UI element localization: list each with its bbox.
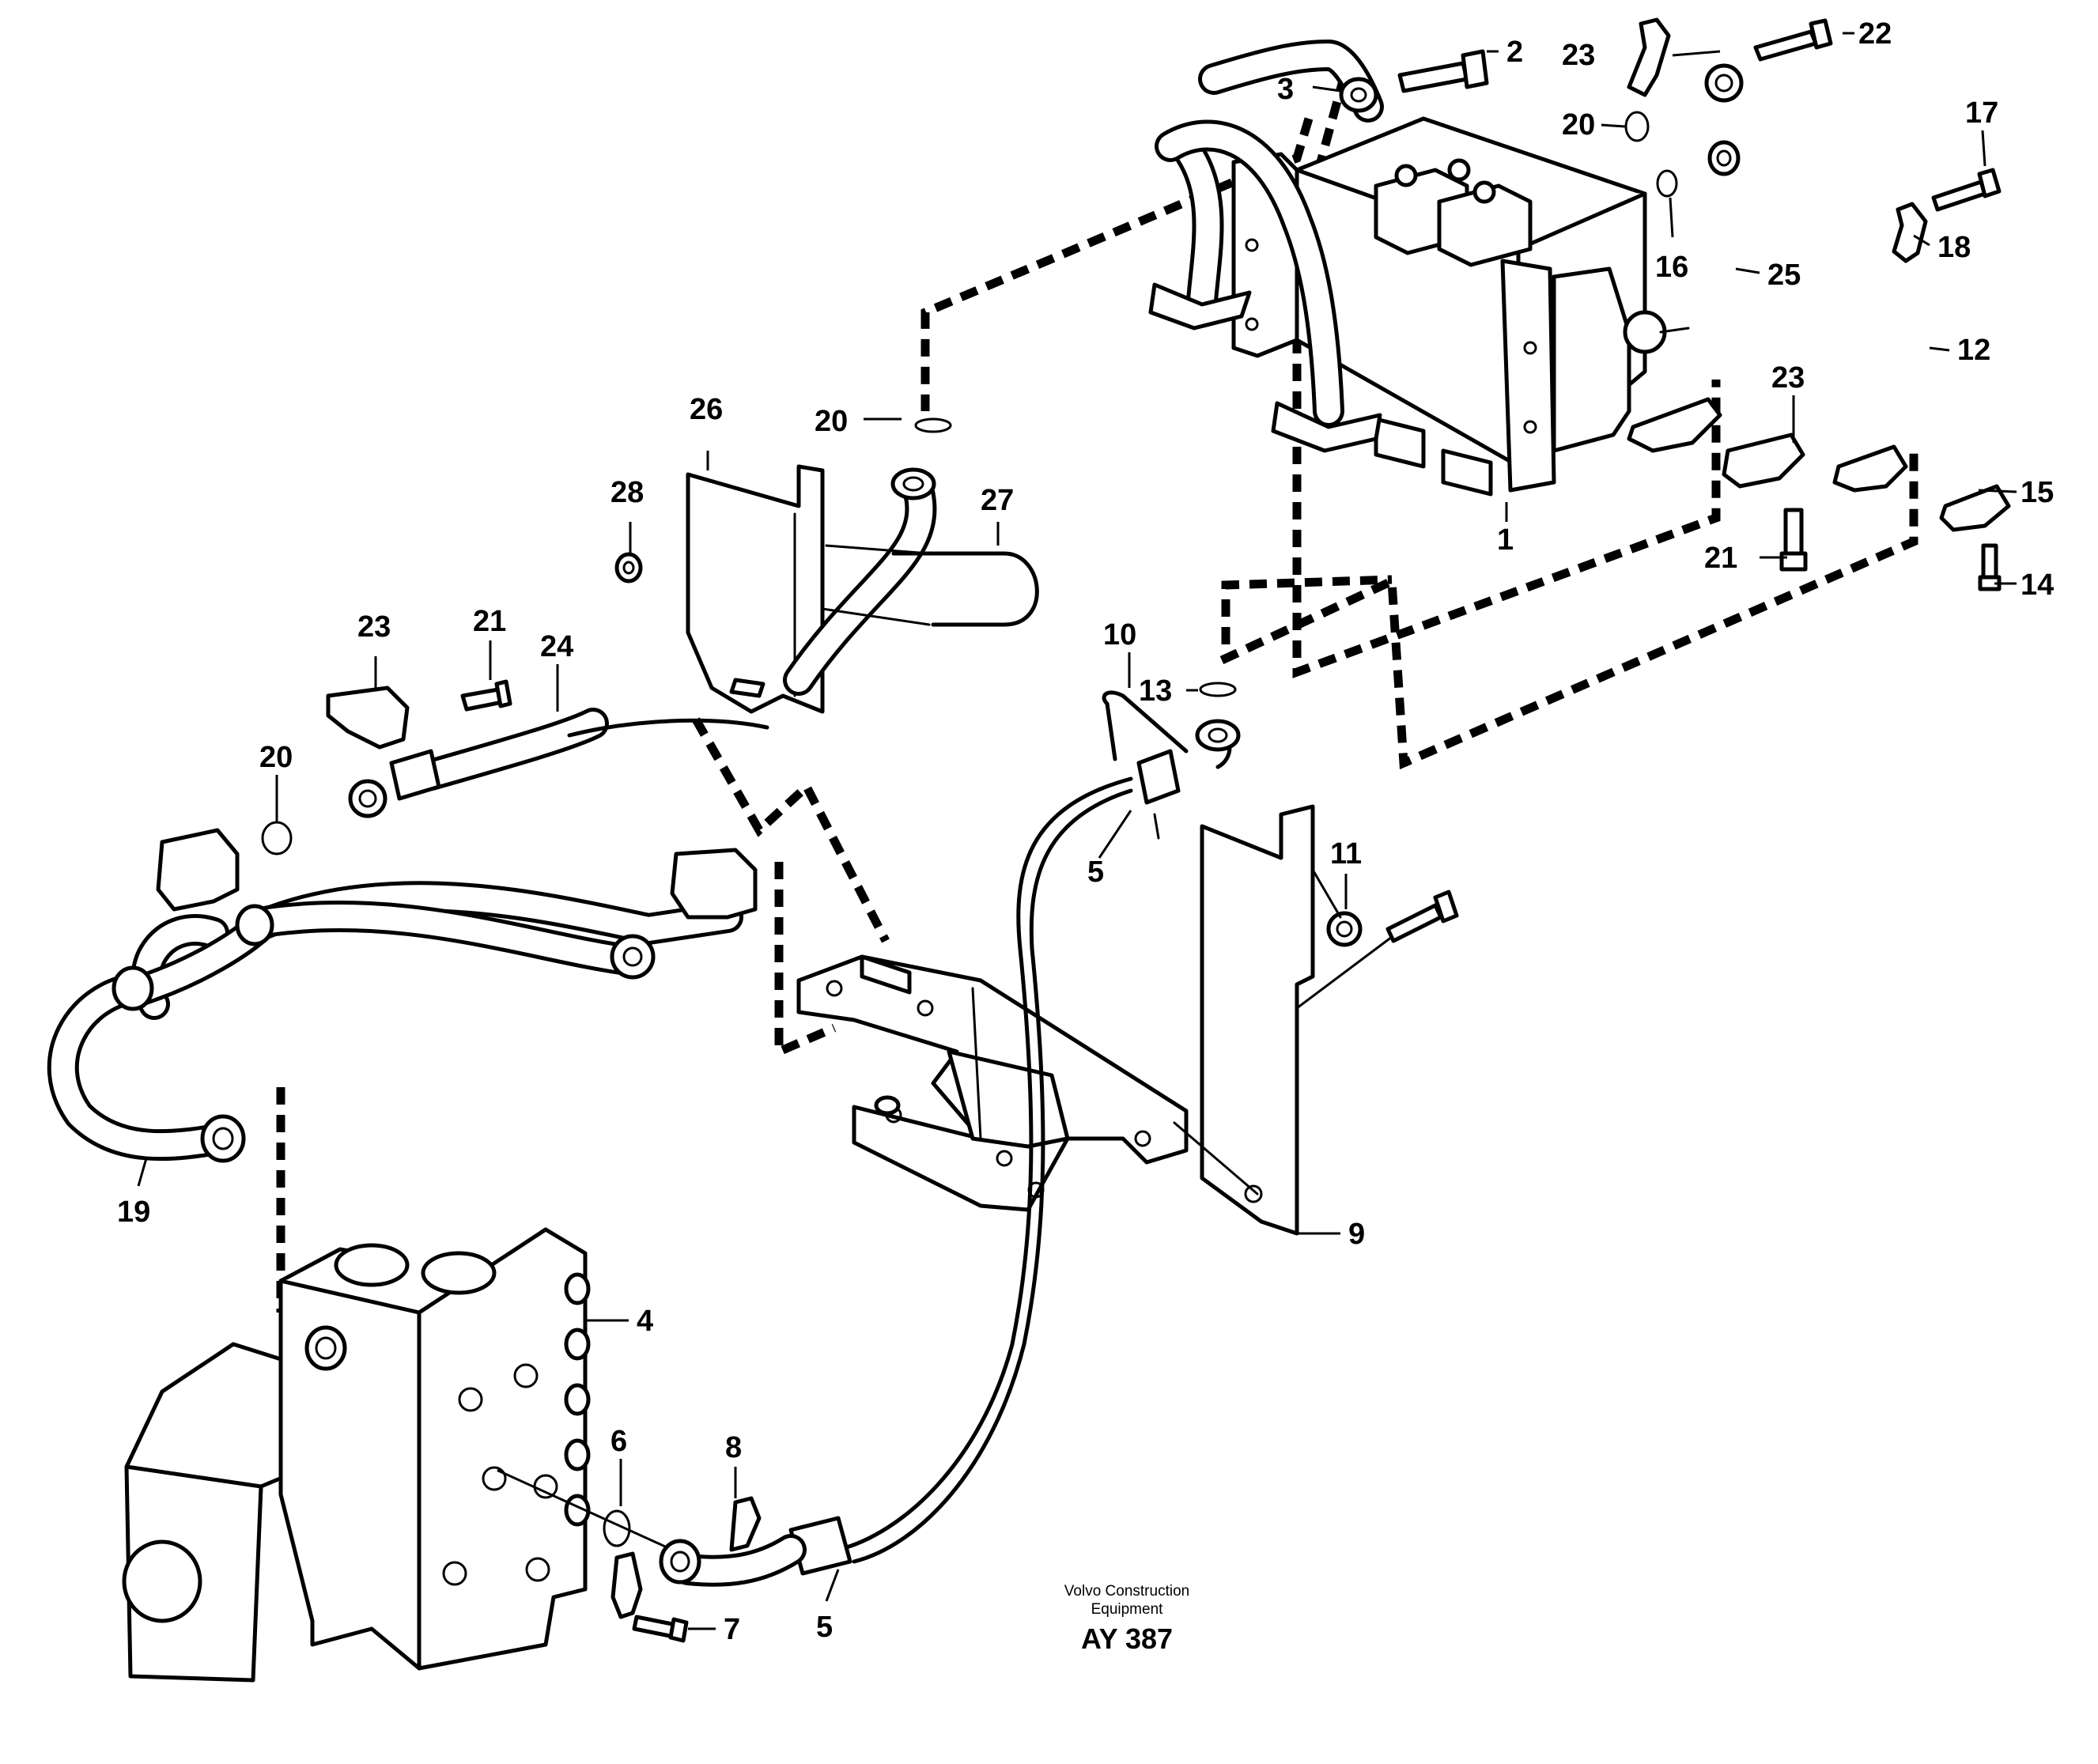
control-valve-body [122,1227,591,1683]
callout-28: 28 [610,476,644,509]
callout-8: 8 [725,1431,742,1464]
credit-line-2: Equipment [1091,1601,1164,1618]
publisher-credit: Volvo Construction Equipment AY 387 [1064,1583,1189,1655]
credit-line-1: Volvo Construction [1064,1583,1189,1600]
callout-23-top: 23 [1562,39,1595,72]
callout-12: 12 [1957,334,1990,367]
drawing-code: AY 387 [1081,1622,1173,1655]
callout-11: 11 [1330,837,1362,871]
callout-17: 17 [1965,96,1998,130]
callout-10: 10 [1103,618,1136,652]
hose-10 [1102,682,1241,840]
mounting-plate [796,954,1189,1212]
callout-5-upper: 5 [1087,856,1104,889]
pipe-19 [47,828,758,1163]
callout-6: 6 [610,1425,627,1458]
top-hardware [1339,17,2002,263]
callout-20-mid: 20 [815,405,848,438]
callout-15: 15 [2021,476,2054,509]
callout-5-lower: 5 [816,1611,833,1644]
callout-26: 26 [690,393,723,426]
callout-20-left: 20 [259,741,293,774]
callout-7: 7 [724,1613,740,1646]
pipe-25 [1148,40,1384,331]
callout-2: 2 [1506,36,1523,69]
callout-1: 1 [1497,523,1514,557]
callout-25: 25 [1767,259,1801,292]
callout-16: 16 [1655,251,1688,284]
leader-lines [137,32,2017,1630]
valve-block [1231,116,1690,497]
lower-fittings [497,1469,807,1643]
callout-19: 19 [117,1196,150,1229]
callout-21-right: 21 [1704,542,1737,575]
callout-4: 4 [637,1305,653,1338]
callout-23-left: 23 [357,610,391,644]
callout-22: 22 [1858,17,1892,51]
hose-24 [261,679,769,856]
callout-23-right: 23 [1771,361,1805,395]
callout-21-left: 21 [473,605,506,638]
callout-27: 27 [981,484,1014,517]
pipe-12 [1155,119,1382,453]
bracket-26 [614,464,825,714]
mid-right-flanges [1627,397,2011,591]
hose-27 [783,417,1039,696]
callout-9: 9 [1348,1218,1365,1251]
callout-20-top: 20 [1562,108,1595,142]
callout-18: 18 [1937,231,1971,264]
callout-numbers: 2 3 22 23 20 16 17 18 25 12 23 15 21 14 … [117,17,2054,1646]
callout-13: 13 [1139,674,1172,708]
callout-14: 14 [2021,568,2054,602]
callout-3: 3 [1277,73,1294,106]
callout-24: 24 [540,630,573,663]
bracket-9 [1173,804,1459,1236]
